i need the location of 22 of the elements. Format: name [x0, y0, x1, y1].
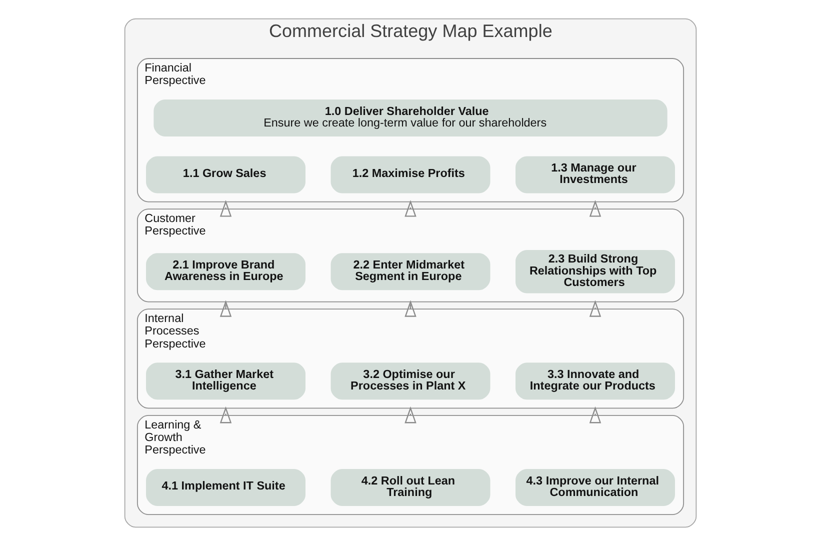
node-box: 2.3 Build Strong Relationships with Top Customers	[515, 250, 674, 294]
node-box: 1.2 Maximise Profits	[330, 156, 490, 194]
node-box: 4.2 Roll out Lean Training	[330, 469, 490, 506]
node-box: 3.3 Innovate and Integrate our Products	[515, 362, 674, 400]
node-box: 1.3 Manage our Investments	[515, 156, 674, 194]
node-box: 4.1 Implement IT Suite	[146, 469, 305, 506]
arrow	[404, 200, 416, 217]
node-box: 1.1 Grow Sales	[146, 156, 305, 194]
arrow	[404, 406, 416, 424]
node-box: 3.2 Optimise our Processes in Plant X	[330, 362, 490, 400]
node-box: 2.1 Improve Brand Awareness in Europe	[146, 253, 305, 290]
arrow	[404, 300, 416, 317]
node-box: 4.3 Improve our Internal Communication	[515, 469, 674, 506]
node-box: 1.0 Deliver Shareholder Value Ensure we create long-term value for our shareholders	[153, 100, 667, 136]
arrow	[588, 200, 601, 217]
node-box: 2.2 Enter Midmarket Segment in Europe	[330, 253, 490, 290]
arrow	[588, 300, 601, 317]
arrow	[219, 200, 232, 217]
arrow	[588, 406, 601, 424]
arrow	[219, 300, 232, 317]
arrow	[219, 406, 232, 424]
node-box: 3.1 Gather Market Intelligence	[146, 362, 305, 400]
